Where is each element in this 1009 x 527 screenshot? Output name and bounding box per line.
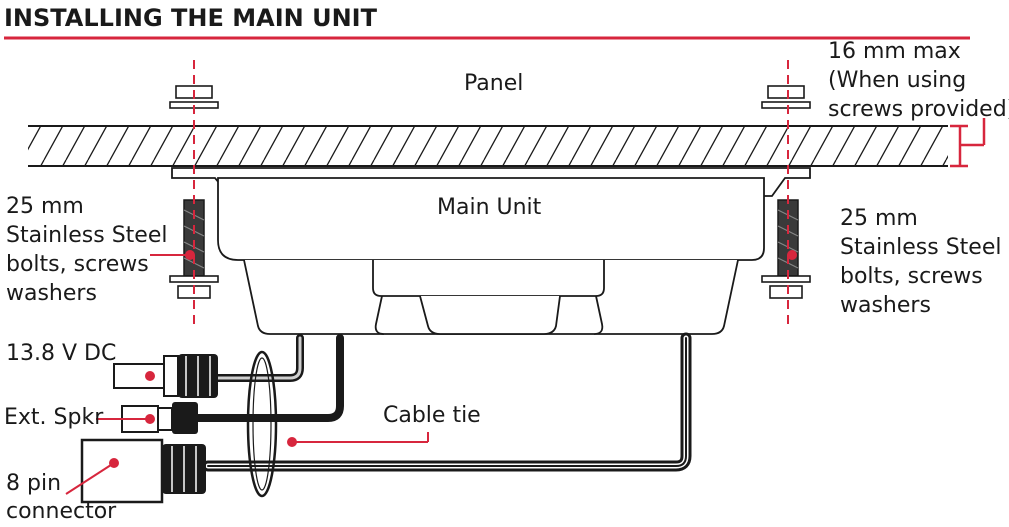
cables: [194, 332, 692, 472]
right-bolt-label-line1: 25 mm: [840, 206, 918, 231]
page-title: INSTALLING THE MAIN UNIT: [4, 4, 378, 32]
speaker-cable: [194, 334, 344, 422]
panel: [28, 125, 948, 167]
left-bolt-assembly: [169, 60, 219, 328]
left-bolt-label-line2: Stainless Steel: [6, 223, 167, 248]
max-thickness-line2: (When using: [828, 68, 966, 93]
left-bolt-label-line4: washers: [6, 281, 97, 306]
main-unit-body: [217, 177, 765, 335]
eight-pin-pointer: [65, 458, 119, 495]
right-bolt-pointer: [787, 250, 797, 260]
connector-label-line1: 8 pin: [6, 471, 61, 496]
connector-label-line2: connector: [6, 499, 117, 524]
right-bolt-label-line3: bolts, screws: [840, 264, 983, 289]
right-bolt-label-line2: Stainless Steel: [840, 235, 1001, 260]
left-bolt-label-line3: bolts, screws: [6, 252, 149, 277]
main-unit-label: Main Unit: [437, 195, 542, 220]
cable-tie-label: Cable tie: [383, 403, 481, 428]
thickness-dimension: [950, 118, 986, 168]
ext-speaker-pointer: [96, 414, 155, 424]
power-pointer: [145, 371, 155, 381]
power-connector: [113, 354, 218, 398]
max-thickness-line3: screws provided): [828, 97, 1009, 122]
right-bolt-label-line4: washers: [840, 293, 931, 318]
eight-pin-connector: [80, 438, 206, 504]
ext-speaker-label: Ext. Spkr: [4, 405, 104, 430]
panel-label: Panel: [464, 71, 523, 96]
cable-tie-pointer: [287, 432, 429, 447]
left-bolt-label-line1: 25 mm: [6, 194, 84, 219]
cable-tie: [246, 350, 278, 498]
right-bolt-assembly: [761, 60, 811, 328]
data-cable: [202, 332, 692, 472]
left-bolt-pointer: [150, 250, 195, 260]
power-label: 13.8 V DC: [6, 341, 116, 366]
max-thickness-line1: 16 mm max: [828, 39, 961, 64]
